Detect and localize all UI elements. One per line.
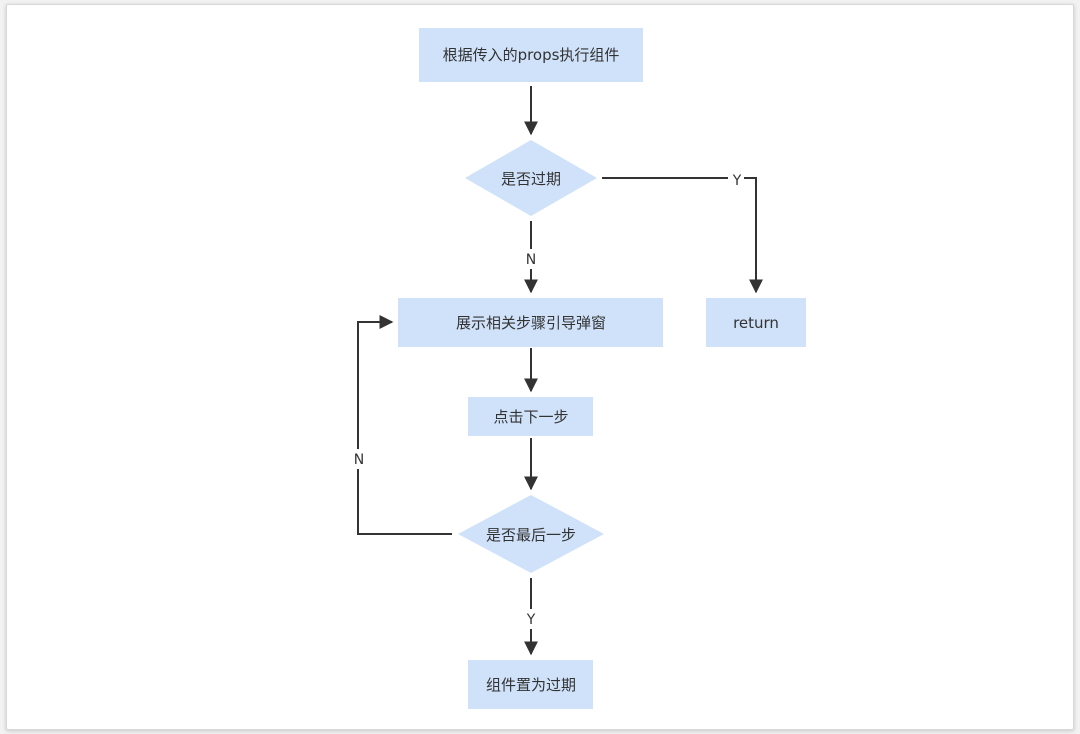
node-return: return — [706, 298, 806, 347]
node-show-popup-label: 展示相关步骤引导弹窗 — [456, 314, 606, 332]
edge-last-yes-label: Y — [526, 612, 536, 628]
node-last-step-check-label: 是否最后一步 — [486, 526, 576, 544]
edge-expired-yes-label: Y — [732, 173, 742, 189]
node-return-label: return — [733, 314, 779, 332]
edge-expired-yes — [602, 177, 763, 294]
node-set-expired: 组件置为过期 — [468, 660, 593, 709]
edge-last-no — [357, 315, 452, 535]
node-click-next-label: 点击下一步 — [493, 408, 568, 426]
node-click-next: 点击下一步 — [468, 397, 593, 436]
node-start-label: 根据传入的props执行组件 — [443, 46, 620, 64]
node-start: 根据传入的props执行组件 — [419, 28, 643, 82]
node-last-step-check: 是否最后一步 — [458, 495, 604, 573]
node-set-expired-label: 组件置为过期 — [486, 676, 576, 694]
edge-last-no-label: N — [354, 452, 364, 468]
node-show-popup: 展示相关步骤引导弹窗 — [398, 298, 663, 347]
edge-expired-no-label: N — [526, 252, 536, 268]
node-expired-check-label: 是否过期 — [501, 170, 561, 188]
node-expired-check: 是否过期 — [465, 140, 597, 216]
